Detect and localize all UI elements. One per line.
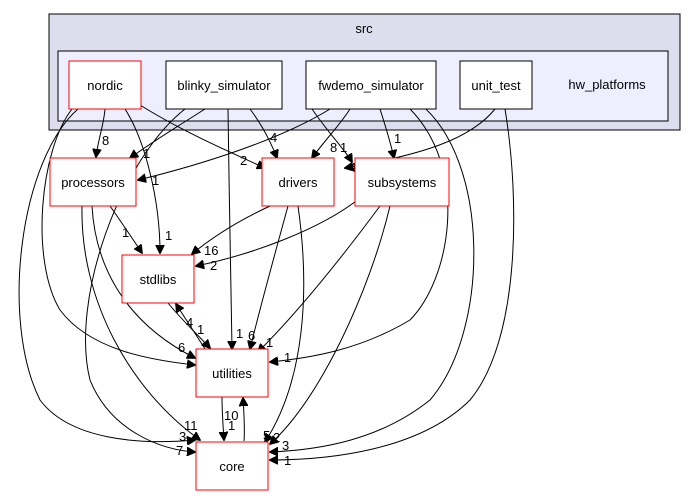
label-nordic-processors: 8 xyxy=(102,133,109,148)
edge-fwdemo-drivers-b xyxy=(311,108,352,162)
node-stdlibs-label: stdlibs xyxy=(140,272,177,287)
edge-subsystems-stdlibs xyxy=(196,197,361,266)
node-stdlibs[interactable]: stdlibs xyxy=(121,254,195,304)
node-unit-test-label: unit_test xyxy=(471,78,521,93)
node-unit-test[interactable]: unit_test xyxy=(459,60,533,110)
edge-stdlibs-utilities xyxy=(167,302,210,348)
label-unittest-core: 1 xyxy=(284,453,291,468)
edge-labels: 8 2 1 1 4 1 8 1 1 4 1 16 2 4 1 6 1 1 6 1… xyxy=(102,130,401,468)
edge-nordic-stdlibs xyxy=(124,108,160,253)
label-unittest-drivers: 4 xyxy=(349,160,356,175)
edge-subsystems-core xyxy=(270,205,391,444)
node-drivers-label: drivers xyxy=(278,175,318,190)
node-subsystems-label: subsystems xyxy=(368,175,437,190)
label-blinky-core: 7 xyxy=(176,443,183,458)
label-subsystems-utilities: 1 xyxy=(266,335,273,350)
node-nordic[interactable]: nordic xyxy=(68,60,142,110)
label-subsystems-stdlibs: 2 xyxy=(210,258,217,273)
edge-fwdemo-utilities xyxy=(270,108,449,362)
edge-unittest-core xyxy=(270,108,515,460)
label-processors-core: 11 xyxy=(184,418,198,433)
edges xyxy=(18,103,515,460)
label-processors-utilities: 6 xyxy=(178,340,185,355)
label-utilities-core: 1 xyxy=(228,418,235,433)
label-fwdemo-drivers-b: 1 xyxy=(340,140,347,155)
edge-subsystems-utilities xyxy=(258,205,381,352)
label-nordic-core: 3 xyxy=(179,429,186,444)
label-blinky-processors: 1 xyxy=(143,146,150,161)
edge-drivers-stdlibs xyxy=(192,205,271,254)
label-stdlibs-utilities: 4 xyxy=(186,315,193,330)
label-fwdemo-utilities: 1 xyxy=(284,350,291,365)
label-drivers-utilities: 6 xyxy=(248,328,255,343)
label-nordic-stdlibs: 1 xyxy=(165,228,172,243)
node-core-label: core xyxy=(219,459,244,474)
label-utilities-stdlibs: 1 xyxy=(197,322,204,337)
edge-blinky-processors xyxy=(130,108,206,158)
label-core-utilities: 10 xyxy=(224,408,238,423)
edge-utilities-stdlibs xyxy=(176,304,206,350)
edge-fwdemo-subsystems xyxy=(379,108,394,158)
node-processors[interactable]: processors xyxy=(49,157,137,207)
node-nordic-label: nordic xyxy=(87,78,123,93)
edge-nordic-drivers xyxy=(139,104,265,168)
edge-nordic-core xyxy=(18,108,195,442)
node-fwdemo-simulator[interactable]: fwdemo_simulator xyxy=(305,60,437,110)
edge-processors-utilities xyxy=(91,205,195,358)
label-processors-stdlibs: 1 xyxy=(122,225,129,240)
node-core[interactable]: core xyxy=(195,441,269,491)
label-fwdemo-drivers: 8 xyxy=(330,140,337,155)
label-subsystems-core: 2 xyxy=(273,430,280,445)
node-utilities[interactable]: utilities xyxy=(195,348,269,398)
edge-fwdemo-core xyxy=(270,103,475,452)
edge-drivers-utilities xyxy=(250,205,289,349)
edge-blinky-drivers xyxy=(249,108,277,158)
label-fwdemo-subsystems: 1 xyxy=(394,131,401,146)
label-blinky-drivers: 4 xyxy=(270,130,277,145)
edge-drivers-core xyxy=(265,205,305,442)
node-fwdemo-simulator-label: fwdemo_simulator xyxy=(318,78,424,93)
label-fwdemo-processors: 1 xyxy=(152,173,159,188)
edge-core-utilities xyxy=(243,398,244,442)
label-nordic-drivers: 2 xyxy=(240,153,247,168)
edge-utilities-core xyxy=(222,396,224,440)
node-blinky-simulator[interactable]: blinky_simulator xyxy=(165,60,283,110)
edge-blinky-utilities xyxy=(228,108,232,349)
node-drivers[interactable]: drivers xyxy=(261,157,335,207)
node-subsystems[interactable]: subsystems xyxy=(354,157,450,207)
edge-processors-stdlibs xyxy=(109,205,142,253)
node-blinky-simulator-label: blinky_simulator xyxy=(177,78,271,93)
edge-processors-core xyxy=(81,205,200,440)
hw-platforms-label: hw_platforms xyxy=(568,77,646,92)
label-drivers-core: 5 xyxy=(263,428,270,443)
node-processors-label: processors xyxy=(61,175,125,190)
label-drivers-stdlibs: 16 xyxy=(204,243,218,258)
label-blinky-utilities: 1 xyxy=(236,326,243,341)
node-utilities-label: utilities xyxy=(212,366,252,381)
edge-fwdemo-processors xyxy=(138,108,331,180)
label-fwdemo-core: 3 xyxy=(282,438,289,453)
edge-blinky-core xyxy=(85,108,195,452)
src-cluster-label: src xyxy=(355,21,373,36)
edge-nordic-processors xyxy=(96,108,106,157)
edge-fwdemo-drivers xyxy=(312,108,351,158)
